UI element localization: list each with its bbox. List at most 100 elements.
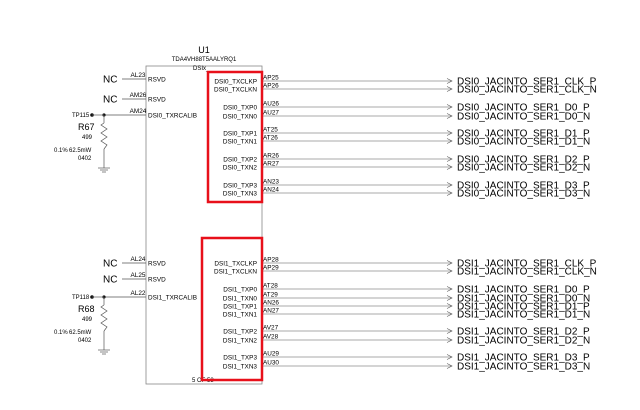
nc-marker: NC — [103, 259, 117, 270]
resistor-symbol — [100, 304, 108, 332]
left-pin-name: RSVD — [148, 97, 166, 104]
net-arrow — [446, 138, 453, 144]
net-arrow — [446, 268, 453, 274]
net-label: DSI1_JACINTO_SER1_CLK_P — [457, 259, 597, 270]
right-pin-number: AN23 — [263, 179, 279, 186]
net-label: DSI0_JACINTO_SER1_D2_P — [457, 155, 590, 166]
net-label: DSI0_JACINTO_SER1_D3_P — [457, 181, 590, 192]
ic-unit-label-top: DSIx_ — [193, 66, 210, 72]
net-label: DSI0_JACINTO_SER1_CLK_P — [457, 77, 597, 88]
net-label: DSI1_JACINTO_SER1_D2_P — [457, 327, 590, 338]
right-pin-number: AR27 — [263, 161, 279, 168]
nc-marker: NC — [103, 95, 117, 106]
left-pin-name: DSI0_TXRCALIB — [148, 113, 197, 120]
resistor-value: 499 — [82, 317, 93, 323]
right-pin-name: DSI1_TXCLKP — [214, 261, 257, 268]
nc-marker: NC — [103, 75, 117, 86]
net-label: DSI1_JACINTO_SER1_D0_N — [457, 294, 590, 305]
right-pin-number: AT29 — [263, 292, 278, 299]
left-pin-name: RSVD — [148, 261, 166, 268]
right-pin-name: DSI0_TXP2 — [223, 157, 257, 164]
resistor-ref: R68 — [78, 304, 95, 314]
right-pin-number: AN26 — [263, 300, 279, 307]
testpoint-label: TP115 — [72, 113, 90, 119]
net-arrow — [446, 86, 453, 92]
net-label: DSI0_JACINTO_SER1_D1_P — [457, 129, 590, 140]
net-label: DSI0_JACINTO_SER1_D2_N — [457, 163, 590, 174]
resistor-power: 62.5mW — [69, 148, 92, 154]
net-arrow — [446, 295, 453, 301]
net-label: DSI1_JACINTO_SER1_D2_N — [457, 336, 590, 347]
net-label: DSI1_JACINTO_SER1_D1_P — [457, 302, 590, 313]
net-arrow — [446, 303, 453, 309]
net-label: DSI0_JACINTO_SER1_D1_N — [457, 137, 590, 148]
net-arrow — [446, 164, 453, 170]
net-label: DSI1_JACINTO_SER1_D0_P — [457, 285, 590, 296]
right-pin-number: AP25 — [263, 75, 279, 82]
net-arrow — [446, 354, 453, 360]
right-pin-number: AP29 — [263, 265, 279, 272]
net-label: DSI0_JACINTO_SER1_CLK_N — [457, 85, 597, 96]
highlight-box — [200, 236, 264, 382]
right-pin-name: DSI0_TXN2 — [223, 165, 258, 172]
net-arrow — [446, 260, 453, 266]
right-pin-number: AV28 — [263, 334, 279, 341]
resistor-ref: R67 — [78, 122, 95, 132]
net-label: DSI0_JACINTO_SER1_D0_N — [457, 112, 590, 123]
left-pin-number: AL24 — [131, 256, 146, 263]
right-pin-name: DSI0_TXP1 — [223, 131, 257, 138]
net-arrow — [446, 363, 453, 369]
right-pin-name: DSI0_TXN1 — [223, 139, 258, 146]
left-pin-number: AL22 — [131, 290, 146, 297]
net-label: DSI0_JACINTO_SER1_D0_P — [457, 103, 590, 114]
nc-marker: NC — [103, 275, 117, 286]
net-arrow — [446, 104, 453, 110]
resistor-package: 0402 — [78, 156, 92, 162]
right-pin-name: DSI1_TXP2 — [223, 329, 257, 336]
right-pin-number: AT25 — [263, 127, 278, 134]
left-pin-number: AL25 — [131, 272, 146, 279]
right-pin-name: DSI0_TXP0 — [223, 105, 257, 112]
resistor-power: 62.5mW — [69, 330, 92, 336]
net-label: DSI0_JACINTO_SER1_D3_N — [457, 189, 590, 200]
net-arrow — [446, 311, 453, 317]
net-label: DSI1_JACINTO_SER1_D1_N — [457, 310, 590, 321]
right-pin-number: AU30 — [263, 360, 279, 367]
ic-part-value: TDA4VH88T5AALYRQ1 — [172, 57, 237, 63]
left-pin-name: DSI1_TXRCALIB — [148, 295, 197, 302]
net-label: DSI1_JACINTO_SER1_D3_N — [457, 362, 590, 373]
right-pin-number: AT26 — [263, 135, 278, 142]
right-pin-name: DSI0_TXN0 — [223, 114, 258, 121]
right-pin-name: DSI1_TXP3 — [223, 355, 257, 362]
left-pin-number: AM26 — [130, 92, 147, 99]
net-arrow — [446, 113, 453, 119]
right-pin-name: DSI0_TXP3 — [223, 183, 257, 190]
right-pin-number: AU29 — [263, 351, 279, 358]
right-pin-name: DSI1_TXP0 — [223, 287, 257, 294]
net-arrow — [446, 286, 453, 292]
right-pin-name: DSI1_TXN1 — [223, 312, 258, 319]
right-pin-number: AP26 — [263, 83, 279, 90]
net-arrow — [446, 156, 453, 162]
right-pin-name: DSI1_TXCLKN — [214, 269, 257, 276]
net-arrow — [446, 190, 453, 196]
net-arrow — [446, 182, 453, 188]
right-pin-number: AU27 — [263, 110, 279, 117]
right-pin-number: AT28 — [263, 283, 278, 290]
testpoint-label: TP118 — [72, 295, 90, 301]
net-arrow — [446, 328, 453, 334]
highlight-box — [206, 70, 264, 204]
net-arrow — [446, 78, 453, 84]
resistor-package: 0402 — [78, 338, 92, 344]
net-arrow — [446, 337, 453, 343]
right-pin-number: AP28 — [263, 257, 279, 264]
resistor-value: 499 — [82, 135, 93, 141]
right-pin-number: AN27 — [263, 308, 279, 315]
resistor-tolerance: 0.1% — [54, 330, 68, 336]
right-pin-number: AU26 — [263, 101, 279, 108]
right-pin-name: DSI0_TXN3 — [223, 191, 258, 198]
resistor-tolerance: 0.1% — [54, 148, 68, 154]
net-label: DSI1_JACINTO_SER1_D3_P — [457, 353, 590, 364]
left-pin-name: RSVD — [148, 277, 166, 284]
